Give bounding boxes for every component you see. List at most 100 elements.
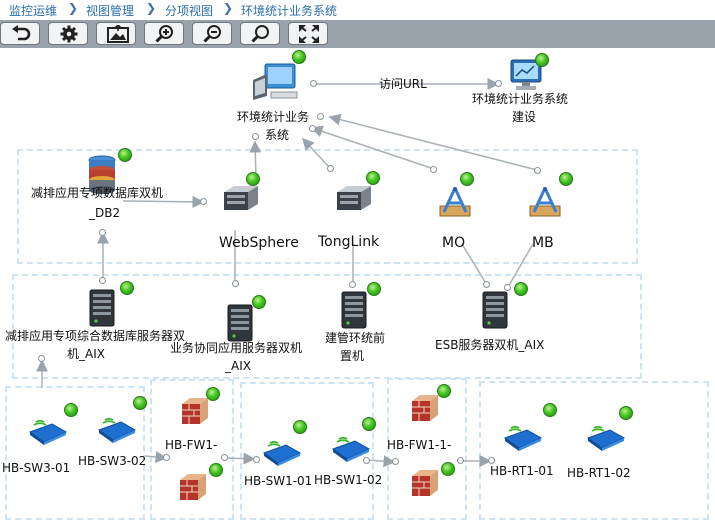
switch-icon[interactable]	[28, 410, 68, 450]
status-ok-icon	[362, 417, 376, 431]
status-ok-icon	[514, 282, 528, 296]
node-label: MO	[442, 235, 466, 251]
chevron-right-icon: ❯	[223, 1, 234, 15]
system-node-icon[interactable]	[251, 62, 301, 106]
server-icon[interactable]	[226, 303, 254, 347]
status-ok-icon	[209, 463, 223, 477]
node-label: HB-SW1-02	[314, 473, 383, 487]
server-icon[interactable]	[88, 288, 116, 332]
server-icon[interactable]	[481, 290, 509, 334]
link-port	[253, 456, 260, 463]
link	[328, 113, 538, 171]
settings-button[interactable]	[48, 22, 88, 45]
link-port	[349, 281, 356, 288]
node-label: 减排应用专项数据库双机	[31, 186, 164, 200]
link-port	[317, 113, 324, 120]
status-ok-icon	[460, 172, 474, 186]
status-ok-icon	[293, 420, 307, 434]
link-port	[457, 457, 464, 464]
status-ok-icon	[120, 281, 134, 295]
link-port	[495, 80, 502, 87]
link-port	[504, 284, 511, 291]
node-label: ESB服务器双机_AIX	[435, 338, 545, 352]
link-port	[221, 454, 228, 461]
node-label: _DB2	[89, 206, 121, 220]
router-icon[interactable]	[586, 416, 626, 456]
status-ok-icon	[543, 403, 557, 417]
group-sw3	[5, 386, 145, 520]
search-button[interactable]	[240, 22, 280, 45]
middleware-server-icon[interactable]	[222, 184, 260, 216]
edge-label-access-url: 访问URL	[379, 77, 427, 91]
image-icon	[107, 25, 129, 43]
node-label: 环境统计业务	[237, 110, 310, 124]
chevron-right-icon: ❯	[68, 1, 79, 15]
status-ok-icon	[535, 53, 549, 67]
status-ok-icon	[133, 396, 147, 410]
link-port	[252, 133, 259, 140]
status-ok-icon	[246, 172, 260, 186]
firewall-icon[interactable]	[410, 393, 440, 427]
node-label: _AIX	[225, 359, 251, 373]
link-port	[483, 281, 490, 288]
link-port	[363, 457, 370, 464]
node-label: 机_AIX	[67, 347, 105, 361]
status-ok-icon	[206, 387, 220, 401]
node-label: HB-RT1-01	[490, 464, 554, 478]
zoom-out-button[interactable]	[192, 22, 232, 45]
link-port	[309, 125, 316, 132]
breadcrumb-item[interactable]: 监控运维	[9, 4, 58, 18]
node-label: HB-SW1-01	[244, 474, 313, 488]
node-label: WebSphere	[219, 235, 299, 251]
undo-button[interactable]	[0, 22, 40, 45]
link-port	[163, 454, 170, 461]
group-fw1-1	[387, 378, 467, 520]
node-label: 建管环统前	[325, 331, 386, 345]
database-icon[interactable]	[86, 154, 118, 202]
app-icon[interactable]	[528, 186, 562, 224]
link-port	[310, 80, 317, 87]
firewall-icon[interactable]	[178, 472, 208, 506]
node-label: HB-SW3-01	[2, 461, 71, 475]
node-label: HB-FW1-1-	[387, 438, 452, 452]
export-image-button[interactable]	[96, 22, 136, 45]
switch-icon[interactable]	[262, 431, 302, 471]
node-label: HB-RT1-02	[567, 466, 631, 480]
node-label: TongLink	[318, 234, 380, 250]
status-ok-icon	[292, 50, 306, 64]
link	[225, 452, 256, 465]
firewall-icon[interactable]	[410, 468, 440, 502]
status-ok-icon	[441, 462, 455, 476]
monitor-icon[interactable]	[508, 58, 544, 96]
link-port	[392, 458, 399, 465]
node-label: 环境统计业务系统	[472, 92, 569, 106]
status-ok-icon	[559, 172, 573, 186]
link	[301, 137, 331, 169]
status-ok-icon	[437, 384, 451, 398]
link	[144, 451, 168, 463]
breadcrumb-item[interactable]: 分项视图	[165, 4, 214, 18]
switch-icon[interactable]	[331, 427, 371, 467]
fullscreen-icon	[299, 25, 319, 43]
app-icon[interactable]	[438, 186, 472, 224]
group-fw1	[150, 379, 234, 520]
node-label: 系统	[265, 128, 290, 142]
server-icon[interactable]	[340, 290, 368, 334]
status-ok-icon	[64, 403, 78, 417]
router-icon[interactable]	[503, 416, 543, 456]
topology-canvas[interactable]: 访问URL 环境统计业务 系统 环境统计业务系统 建设	[0, 48, 715, 520]
firewall-icon[interactable]	[180, 396, 210, 430]
switch-icon[interactable]	[97, 408, 137, 448]
link	[122, 195, 205, 208]
link-port	[488, 457, 495, 464]
breadcrumb-item[interactable]: 视图管理	[86, 4, 135, 18]
middleware-server-icon[interactable]	[335, 184, 373, 216]
zoom-in-icon	[155, 25, 173, 43]
zoom-in-button[interactable]	[144, 22, 184, 45]
node-label: 减排应用专项综合数据库服务器双	[5, 329, 186, 343]
fullscreen-button[interactable]	[288, 22, 328, 45]
link-port	[327, 165, 334, 172]
link	[461, 243, 488, 286]
link-port	[200, 198, 207, 205]
node-label: MB	[532, 235, 554, 251]
